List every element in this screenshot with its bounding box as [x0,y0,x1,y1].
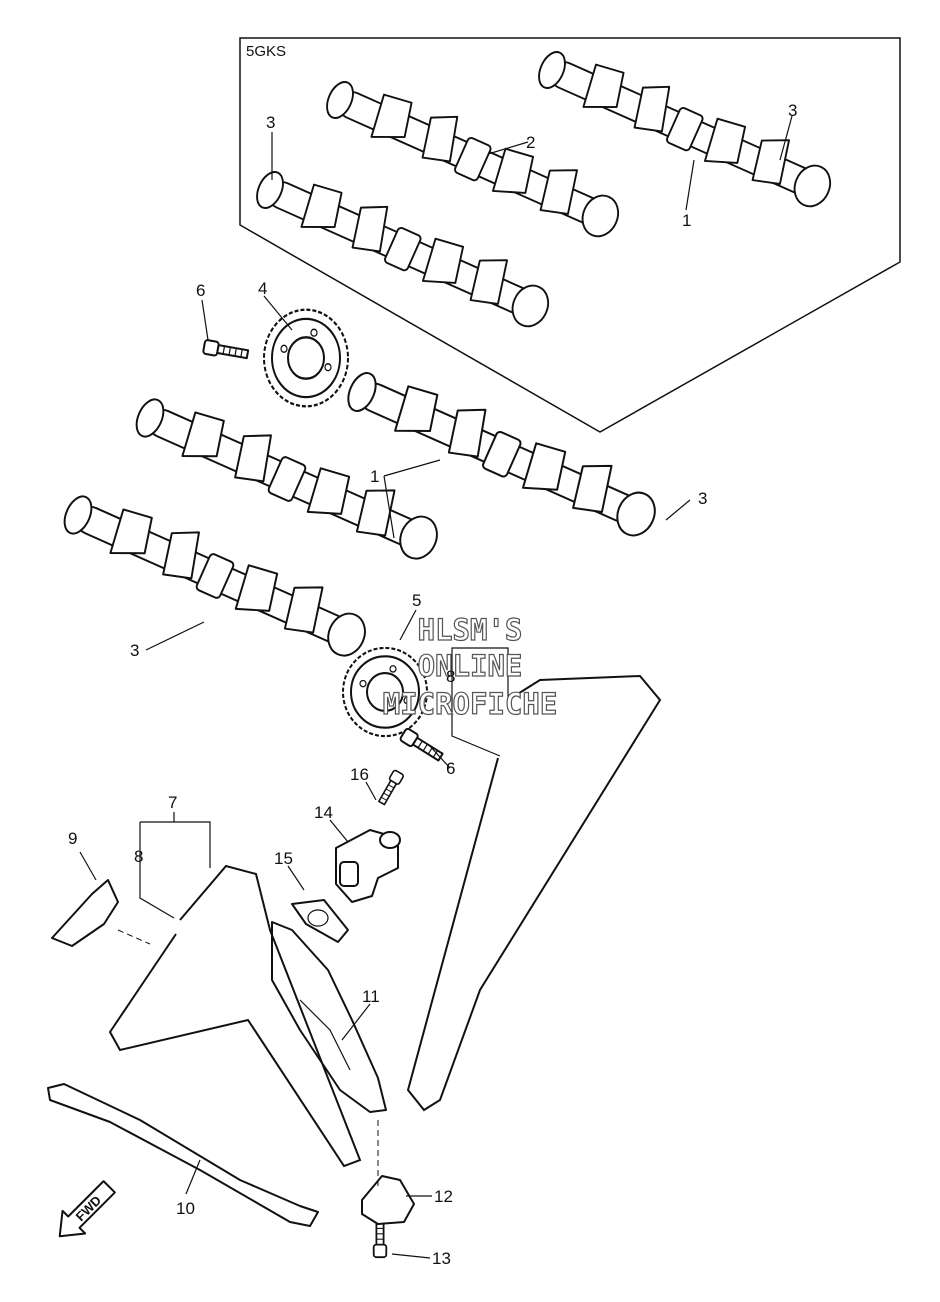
callout-10: 10 [176,1199,195,1218]
callout-3-inset-right: 3 [788,101,797,120]
guide-stopper-9 [51,879,119,947]
callout-16: 16 [350,765,369,784]
timing-chain-left [108,864,362,1168]
watermark: HLSM'S ONLINE MICROFICHE [382,612,558,721]
inset-frame [239,37,901,433]
bolt-6-lower [398,726,446,765]
bolt-16 [375,768,405,807]
inset-camshaft-1-upper [532,34,843,213]
callout-3-main-left: 3 [130,641,139,660]
guide-bracket-12 [361,1175,415,1225]
callout-8-upper: 8 [446,667,455,686]
callout-1-inset: 1 [682,211,691,230]
inset-label: 5GKS [246,43,286,60]
callout-3-inset-left: 3 [266,113,275,132]
callout-2: 2 [526,133,535,152]
callout-14: 14 [314,803,333,822]
callout-15: 15 [274,849,293,868]
fwd-arrow-icon: FWD [58,1180,116,1238]
callout-8-lower: 8 [134,847,143,866]
callout-4: 4 [258,279,267,298]
chain-guide-11 [271,921,387,1113]
gasket-15 [291,899,349,943]
timing-chain-right [406,674,662,1112]
callout-1-main: 1 [370,467,379,486]
callout-9: 9 [68,829,77,848]
chain-guide-10 [47,1083,319,1227]
callout-3-main-right: 3 [698,489,707,508]
callout-7: 7 [168,793,177,812]
bolt-6-upper [201,338,250,363]
watermark-line-2: ONLINE [418,649,523,683]
watermark-line-3: MICROFICHE [383,687,558,721]
callout-12: 12 [434,1187,453,1206]
callout-6-lower: 6 [446,759,455,778]
leader-lines [79,115,793,1259]
watermark-line-1: HLSM'S [418,613,523,647]
cam-sprocket-4 [262,308,350,408]
chain-tensioner-14 [335,829,401,903]
callout-5: 5 [412,591,421,610]
callout-6-upper: 6 [196,281,205,300]
callout-13: 13 [432,1249,451,1268]
callout-11: 11 [362,987,380,1006]
